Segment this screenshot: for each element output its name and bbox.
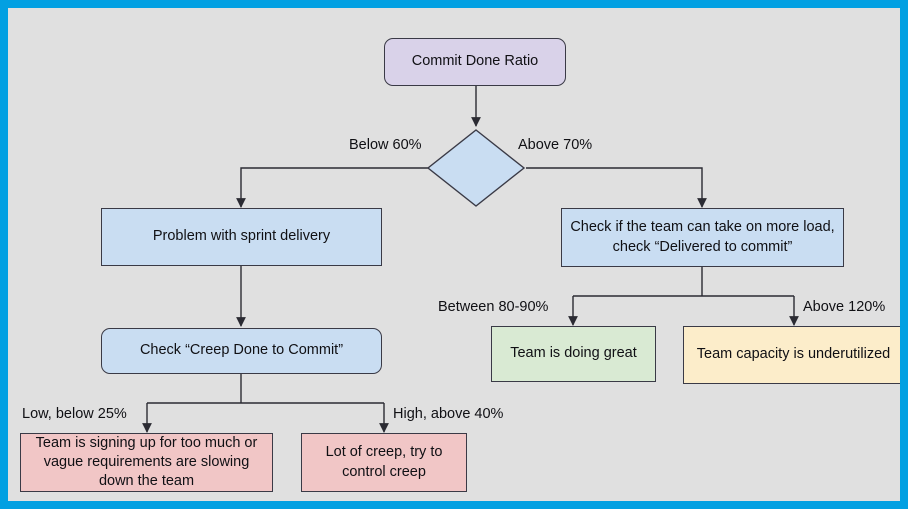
node-team-capacity-is-underutilized[interactable]: Team capacity is underutilized <box>683 326 900 384</box>
decision-diamond[interactable] <box>426 129 526 207</box>
edge-label-above-120: Above 120% <box>803 299 886 315</box>
node-check-if-team-can-take-more-load-label: Check if the team can take on more load,… <box>570 219 835 255</box>
node-lot-of-creep[interactable]: Lot of creep, try to control creep <box>301 433 467 492</box>
node-check-creep-done-to-commit[interactable]: Check “Creep Done to Commit” <box>101 328 382 374</box>
node-check-creep-done-to-commit-label: Check “Creep Done to Commit” <box>139 342 344 359</box>
node-team-signing-up-too-much-label: Team is signing up for too much or vague… <box>35 434 258 490</box>
node-problem-with-sprint-delivery-label: Problem with sprint delivery <box>152 228 331 245</box>
node-problem-with-sprint-delivery[interactable]: Problem with sprint delivery <box>101 208 382 266</box>
node-team-capacity-is-underutilized-label: Team capacity is underutilized <box>696 346 891 363</box>
node-commit-done-ratio[interactable]: Commit Done Ratio <box>384 38 566 86</box>
node-commit-done-ratio-label: Commit Done Ratio <box>411 53 539 70</box>
edge-label-below-60: Below 60% <box>349 137 422 153</box>
node-team-is-doing-great-label: Team is doing great <box>510 345 637 362</box>
node-team-signing-up-too-much[interactable]: Team is signing up for too much or vague… <box>20 433 273 492</box>
edge-label-above-70: Above 70% <box>518 137 593 153</box>
node-team-is-doing-great[interactable]: Team is doing great <box>491 326 656 382</box>
node-lot-of-creep-label: Lot of creep, try to control creep <box>325 444 443 480</box>
node-check-if-team-can-take-more-load[interactable]: Check if the team can take on more load,… <box>561 208 844 267</box>
edge-decision-to-capacity <box>526 167 707 208</box>
edge-label-low-below-25: Low, below 25% <box>22 406 127 422</box>
edge-label-high-above-40: High, above 40% <box>393 406 504 422</box>
edge-decision-to-problem <box>236 167 440 208</box>
edge-label-between-80-90: Between 80-90% <box>438 299 549 315</box>
